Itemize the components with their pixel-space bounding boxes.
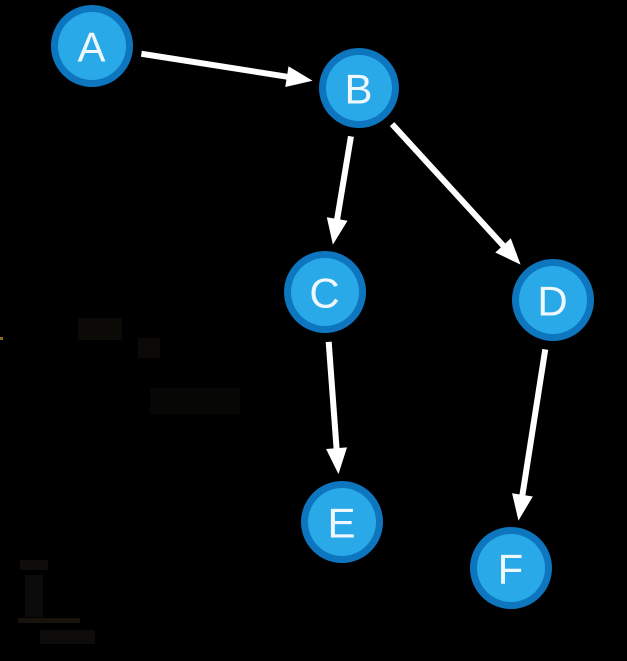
edge-B-C <box>326 135 354 245</box>
node-E[interactable]: E <box>301 481 383 563</box>
edge-line <box>333 135 354 224</box>
node-label-D: D <box>537 278 568 325</box>
edge-D-F <box>512 348 549 521</box>
edge-C-E <box>325 341 348 475</box>
node-body <box>291 258 359 326</box>
arrowhead-icon <box>326 447 348 475</box>
node-body <box>326 55 392 121</box>
edge-A-B <box>140 50 313 88</box>
node-body <box>58 12 126 80</box>
arrowhead-icon <box>326 217 348 245</box>
node-label-E: E <box>327 500 356 547</box>
arrowhead-icon <box>495 238 521 265</box>
edge-B-D <box>389 122 521 265</box>
node-label-B: B <box>344 66 373 113</box>
node-F[interactable]: F <box>470 527 552 609</box>
node-body <box>477 534 545 602</box>
edge-line <box>518 348 549 500</box>
edge-line <box>140 50 292 81</box>
arrowhead-icon <box>512 493 533 521</box>
node-label-C: C <box>309 270 340 317</box>
node-body <box>308 488 376 556</box>
node-C[interactable]: C <box>284 251 366 333</box>
edge-line <box>389 122 508 251</box>
node-D[interactable]: D <box>512 259 594 341</box>
node-A[interactable]: A <box>51 5 133 87</box>
node-body <box>519 266 587 334</box>
node-label-A: A <box>77 24 106 71</box>
node-B[interactable]: B <box>319 48 399 128</box>
node-label-F: F <box>498 546 525 593</box>
edge-line <box>325 341 340 453</box>
arrowhead-icon <box>285 66 313 88</box>
